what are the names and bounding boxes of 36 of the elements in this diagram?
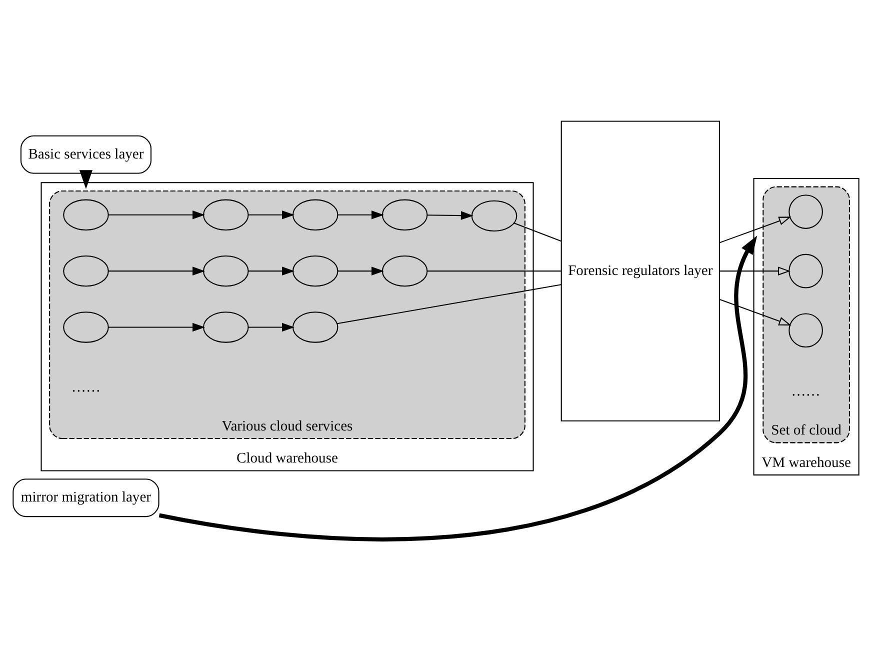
connector xyxy=(426,270,561,272)
arrow xyxy=(78,170,92,188)
node-circle xyxy=(470,200,517,232)
node-circle xyxy=(292,311,338,342)
arrow xyxy=(108,322,205,332)
label: …… xyxy=(790,383,820,400)
node-circle xyxy=(202,198,248,230)
node-circle xyxy=(381,198,428,230)
label: …… xyxy=(70,378,100,395)
node-circle xyxy=(202,254,248,286)
node-circle xyxy=(62,198,108,230)
arrow xyxy=(337,266,384,275)
arrow xyxy=(426,210,473,220)
connector xyxy=(336,284,561,324)
node-circle xyxy=(62,311,108,342)
node-box: Forensic regulators layer xyxy=(560,120,720,421)
node-circle xyxy=(202,311,248,342)
arrow xyxy=(719,298,791,325)
node-box: mirror migration layer xyxy=(12,478,159,517)
connector xyxy=(513,222,561,242)
arrow xyxy=(337,210,384,219)
node-circle xyxy=(788,253,822,288)
arrow xyxy=(108,266,205,275)
arrow xyxy=(158,235,757,541)
node-circle xyxy=(292,254,338,286)
node-circle xyxy=(788,312,822,348)
node-circle xyxy=(292,198,338,230)
node-circle xyxy=(381,254,428,286)
arrow xyxy=(248,210,294,219)
arrow xyxy=(719,216,791,243)
arrow xyxy=(248,322,294,332)
arrow xyxy=(248,266,294,275)
arrow xyxy=(719,266,790,275)
node-circle xyxy=(62,254,108,286)
node-circle xyxy=(788,194,822,228)
arrow xyxy=(108,210,205,219)
